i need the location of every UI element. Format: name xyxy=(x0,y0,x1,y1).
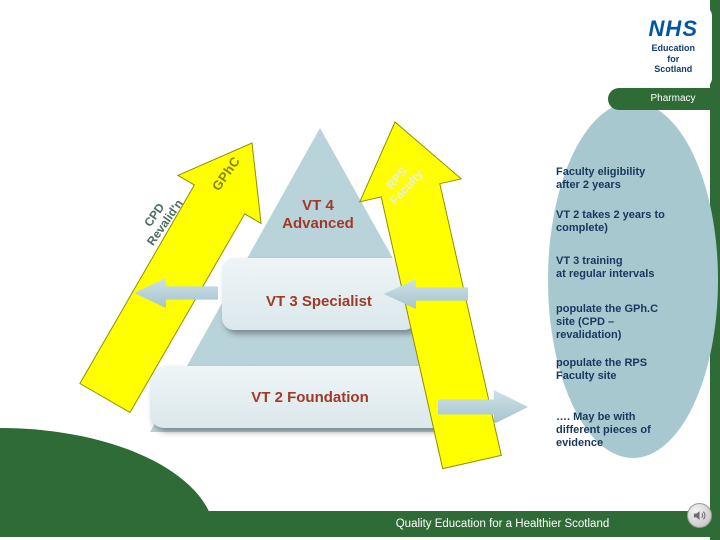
notes-ellipse xyxy=(548,102,718,458)
audio-icon[interactable] xyxy=(687,503,712,528)
vt3-label: VT 3 Specialist xyxy=(266,292,372,310)
cpd-revalidation-label: CPD Revalid'n xyxy=(141,196,186,249)
note-populate-gphc: populate the GPh.C site (CPD – revalidat… xyxy=(556,303,659,341)
nhs-logo-box: NHS Education for Scotland xyxy=(608,6,712,88)
pharmacy-tab-label: Pharmacy xyxy=(650,93,696,104)
footer-bar: Quality Education for a Healthier Scotla… xyxy=(0,511,720,537)
footer-text: Quality Education for a Healthier Scotla… xyxy=(395,518,610,530)
nhs-org-text: Education for Scotland xyxy=(651,43,696,74)
vt3-left-arrow-icon xyxy=(134,278,218,308)
note-evidence: …. May be with different pieces of evide… xyxy=(556,411,651,449)
note-vt2-duration: VT 2 takes 2 years to complete) xyxy=(556,209,665,234)
nhs-wordmark: NHS xyxy=(648,16,698,41)
vt2-band: VT 2 Foundation xyxy=(150,366,470,428)
note-faculty-eligibility: Faculty eligibility after 2 years xyxy=(556,166,646,191)
vt4-label: VT 4 Advanced xyxy=(282,197,354,232)
rps-faculty-label: RPS Faculty xyxy=(383,164,426,208)
note-populate-rps: populate the RPS Faculty site xyxy=(556,357,648,382)
gphc-arrow-label: GPhC xyxy=(208,153,244,194)
vt2-label: VT 2 Foundation xyxy=(251,388,369,406)
pharmacy-tab: Pharmacy xyxy=(608,88,720,110)
speaker-glyph xyxy=(693,511,706,520)
nhs-logo: NHS Education for Scotland xyxy=(649,18,698,88)
note-vt3-training: VT 3 training at regular intervals xyxy=(556,255,655,280)
